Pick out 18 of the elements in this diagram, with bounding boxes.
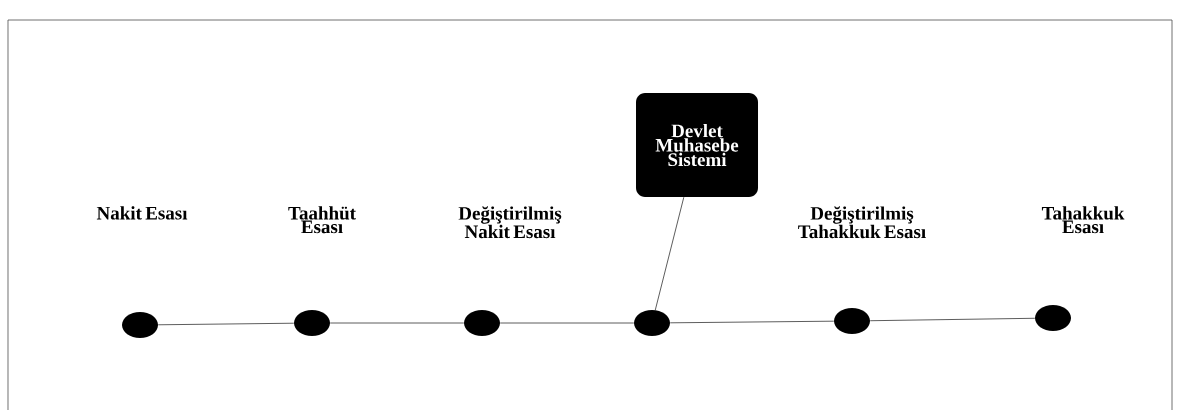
point-label: Tahakkuk Esası [1041,206,1125,234]
point-label: Değiştirilmiş Nakit Esası [458,206,562,239]
point-label: Değiştirilmiş Tahakkuk Esası [798,206,926,239]
timeline-segment [329,322,465,324]
dot [464,310,500,336]
point-label: Taahhüt Esası [288,206,356,234]
dot [122,312,158,338]
dot [834,308,870,334]
timeline-segment [869,317,1036,322]
dot [634,310,670,336]
dot [294,310,330,336]
timeline-segment [499,322,635,324]
timeline-segment [157,322,295,326]
timeline-segment [669,320,835,324]
point-label: Nakit Esası [96,206,188,220]
dot [1035,305,1071,331]
system-box: Devlet Muhasebe Sistemi [636,93,758,197]
leader-line [654,196,685,311]
